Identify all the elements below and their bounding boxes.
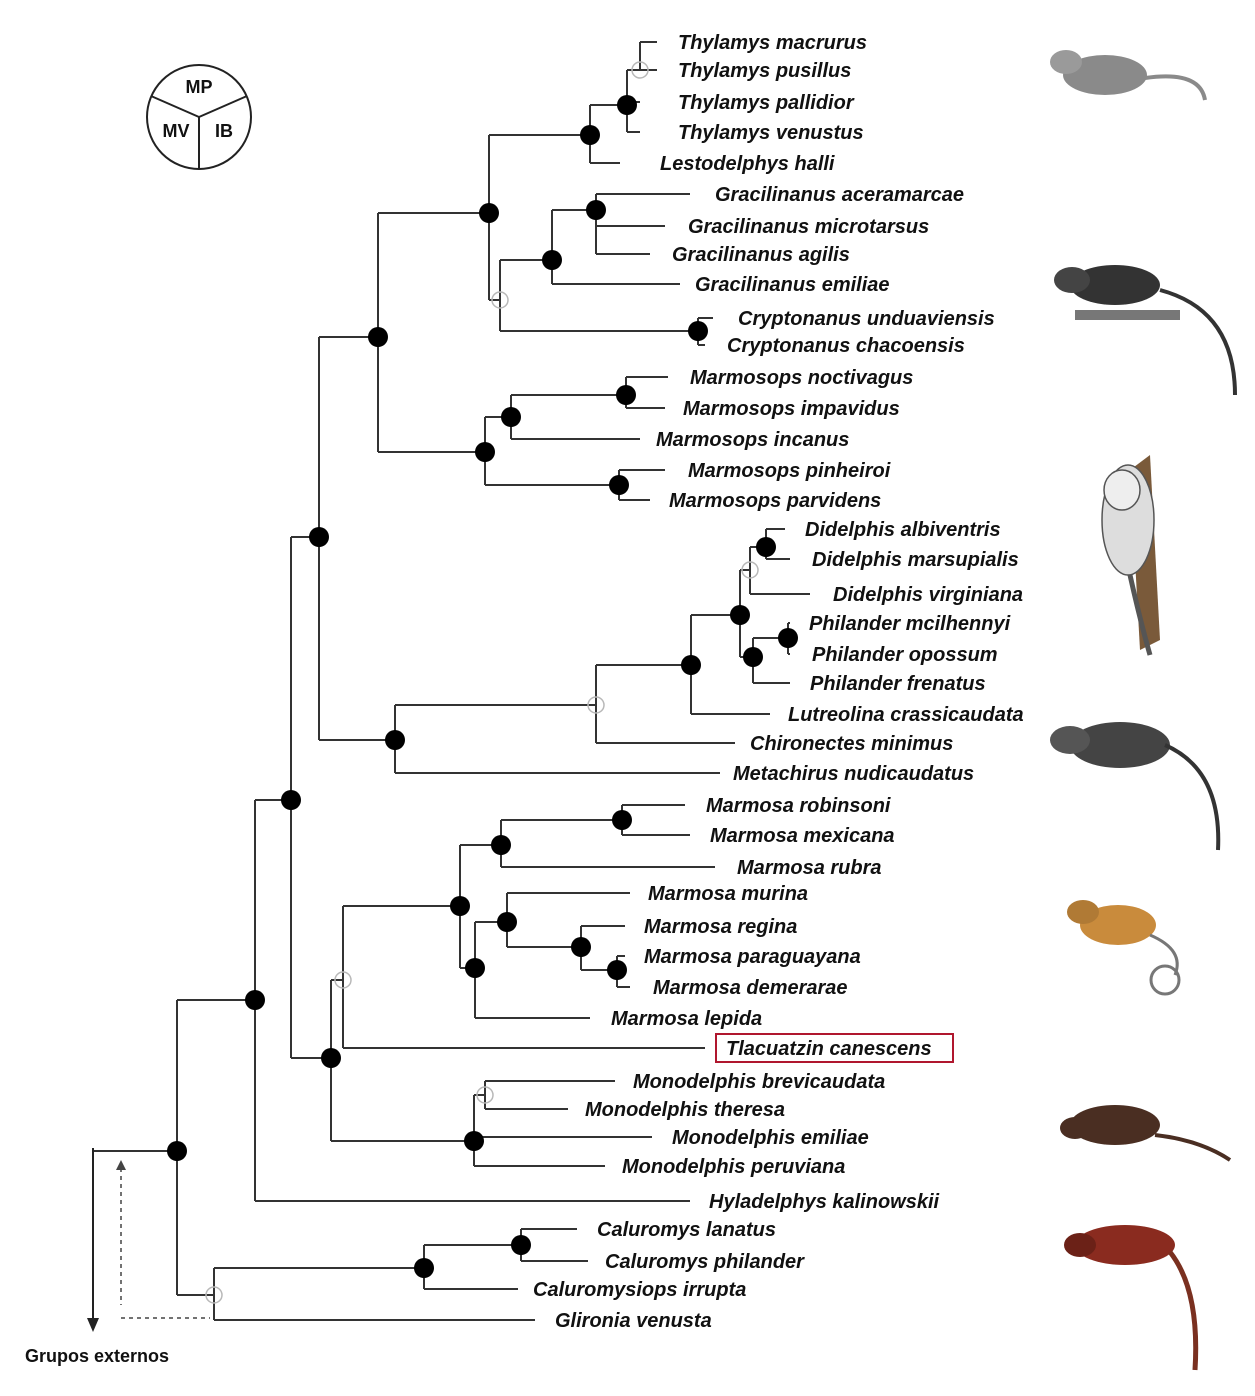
supported-node [778, 628, 798, 648]
taxon-label: Caluromys philander [605, 1251, 805, 1273]
taxon-label: Hyladelphys kalinowskii [709, 1191, 940, 1213]
supported-node [612, 810, 632, 830]
marmosa-opossum-illustration [1067, 900, 1179, 994]
monodelphis-opossum-illustration [1060, 1105, 1230, 1160]
outgroup-label: Grupos externos [25, 1346, 169, 1366]
taxon-label: Marmosa mexicana [710, 825, 895, 847]
taxon-label: Marmosa paraguayana [644, 946, 861, 968]
taxon-label: Philander frenatus [810, 673, 986, 695]
supported-node [617, 95, 637, 115]
taxon-label: Gracilinanus agilis [672, 244, 850, 266]
taxon-label: Marmosa regina [644, 916, 797, 938]
supported-node [743, 647, 763, 667]
taxon-label: Marmosops noctivagus [690, 367, 913, 389]
supported-node [167, 1141, 187, 1161]
supported-node [580, 125, 600, 145]
taxon-label: Thylamys macrurus [678, 32, 867, 54]
supported-node [450, 896, 470, 916]
supported-node [542, 250, 562, 270]
supported-node [730, 605, 750, 625]
supported-node [479, 203, 499, 223]
supported-node [616, 385, 636, 405]
taxon-label: Thylamys venustus [678, 122, 864, 144]
taxon-label: Thylamys pallidior [678, 92, 855, 114]
taxon-label: Caluromys lanatus [597, 1219, 776, 1241]
taxon-label: Cryptonanus chacoensis [727, 335, 965, 357]
supported-node [465, 958, 485, 978]
didelphis-opossum-illustration [1102, 455, 1160, 655]
taxon-label: Caluromysiops irrupta [533, 1279, 746, 1301]
taxon-label: Monodelphis brevicaudata [633, 1071, 885, 1093]
taxon-label: Philander mcilhennyi [809, 613, 1011, 635]
metachirus-opossum-illustration [1050, 722, 1218, 850]
taxon-label: Gracilinanus aceramarcae [715, 184, 964, 206]
taxon-label: Didelphis virginiana [833, 584, 1023, 606]
supported-node [586, 200, 606, 220]
taxon-label: Monodelphis theresa [585, 1099, 785, 1121]
supported-node [368, 327, 388, 347]
caluromys-opossum-illustration [1064, 1225, 1196, 1370]
legend-mp: MP [186, 77, 213, 97]
supported-node [491, 835, 511, 855]
gracilinanus-opossum-illustration [1054, 265, 1235, 395]
taxon-label: Marmosops pinheiroi [688, 460, 891, 482]
taxon-label: Marmosops parvidens [669, 490, 881, 512]
supported-node [681, 655, 701, 675]
taxon-label: Marmosa demerarae [653, 977, 848, 999]
supported-node [497, 912, 517, 932]
supported-node [607, 960, 627, 980]
legend-ib: IB [215, 121, 233, 141]
legend-mv: MV [163, 121, 190, 141]
supported-node [281, 790, 301, 810]
supported-node [688, 321, 708, 341]
taxon-label: Marmosa lepida [611, 1008, 762, 1030]
taxon-label: Glironia venusta [555, 1310, 712, 1332]
supported-node [511, 1235, 531, 1255]
taxon-label: Tlacuatzin canescens [726, 1038, 932, 1060]
taxon-label: Didelphis albiventris [805, 519, 1001, 541]
taxon-label: Marmosa rubra [737, 857, 882, 879]
taxon-label: Metachirus nudicaudatus [733, 763, 974, 785]
taxon-label: Thylamys pusillus [678, 60, 851, 82]
supported-node [475, 442, 495, 462]
taxon-label: Chironectes minimus [750, 733, 953, 755]
supported-node [501, 407, 521, 427]
supported-node [571, 937, 591, 957]
taxon-label: Lutreolina crassicaudata [788, 704, 1024, 726]
taxon-label: Gracilinanus microtarsus [688, 216, 929, 238]
supported-node [414, 1258, 434, 1278]
supported-node [756, 537, 776, 557]
taxon-label: Marmosa murina [648, 883, 808, 905]
taxon-label: Monodelphis peruviana [622, 1156, 845, 1178]
taxon-label: Monodelphis emiliae [672, 1127, 869, 1149]
taxon-label: Cryptonanus unduaviensis [738, 308, 995, 330]
supported-node [309, 527, 329, 547]
taxon-label: Marmosa robinsoni [706, 795, 891, 817]
taxon-label: Marmosops incanus [656, 429, 849, 451]
supported-node [385, 730, 405, 750]
taxon-label: Marmosops impavidus [683, 398, 900, 420]
taxon-label: Didelphis marsupialis [812, 549, 1019, 571]
supported-node [464, 1131, 484, 1151]
supported-node [245, 990, 265, 1010]
taxon-label: Philander opossum [812, 644, 998, 666]
support-legend: MP MV IB [147, 65, 251, 169]
supported-node [609, 475, 629, 495]
outgroup-arrow: Grupos externos [25, 1148, 210, 1366]
thylamys-opossum-illustration [1050, 50, 1205, 100]
supported-node [321, 1048, 341, 1068]
taxon-label: Gracilinanus emiliae [695, 274, 890, 296]
taxon-label: Lestodelphys halli [660, 153, 835, 175]
